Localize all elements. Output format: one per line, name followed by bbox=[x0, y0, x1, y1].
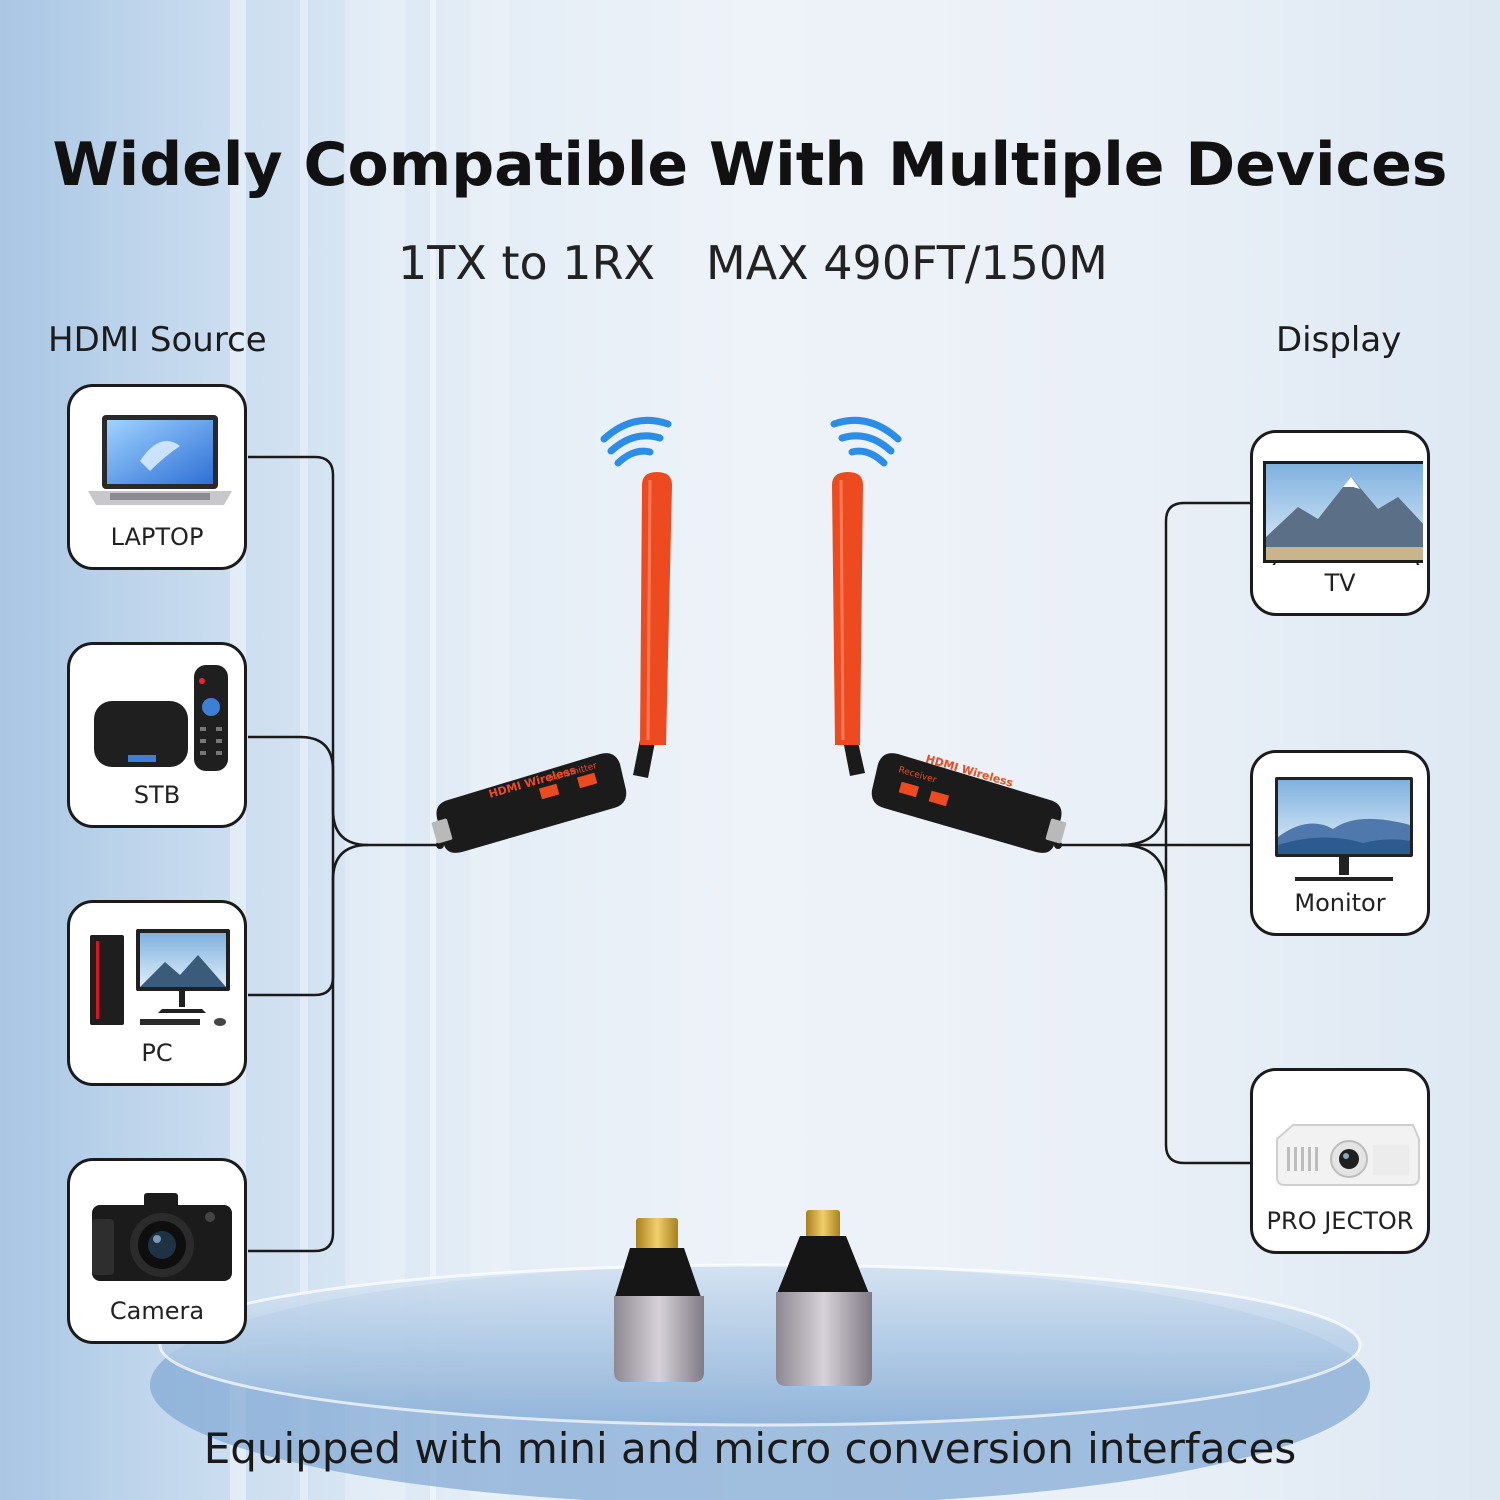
wifi-icon bbox=[830, 416, 902, 467]
source-card-pc: PC bbox=[67, 900, 247, 1086]
display-card-monitor: Monitor bbox=[1250, 750, 1430, 936]
display-card-projector: PRO JECTOR bbox=[1250, 1068, 1430, 1254]
source-label: LAPTOP bbox=[110, 523, 204, 551]
range-spec: MAX 490FT/150M bbox=[706, 236, 1108, 290]
page-title: Widely Compatible With Multiple Devices bbox=[52, 130, 1448, 200]
light-beam bbox=[470, 0, 510, 1500]
monitor-icon bbox=[1275, 777, 1413, 881]
display-connector-lines bbox=[1058, 501, 1252, 1165]
mini-hdmi-adapter bbox=[614, 1218, 704, 1382]
source-connector-lines bbox=[248, 455, 440, 1253]
wifi-icon bbox=[600, 416, 672, 467]
source-card-stb: STB bbox=[67, 642, 247, 828]
source-label: STB bbox=[133, 781, 181, 809]
tv-icon bbox=[1263, 461, 1423, 565]
camera-icon bbox=[92, 1193, 232, 1281]
source-label: Camera bbox=[109, 1297, 205, 1325]
receiver-device: HDMI Wireless Receiver bbox=[832, 472, 1067, 853]
podium bbox=[150, 1263, 1370, 1500]
desktop-pc-icon bbox=[90, 929, 230, 1026]
footer-caption: Equipped with mini and micro conversion … bbox=[203, 1424, 1297, 1473]
display-label: PRO JECTOR bbox=[1266, 1207, 1414, 1235]
source-card-laptop: LAPTOP bbox=[67, 384, 247, 570]
display-heading: Display bbox=[1276, 320, 1402, 360]
light-beam bbox=[345, 0, 405, 1500]
light-beam bbox=[430, 0, 436, 1500]
pairing-spec: 1TX to 1RX bbox=[398, 236, 656, 290]
transmitter-device: HDMI Wireless Transmitter bbox=[431, 472, 672, 853]
display-label: TV bbox=[1324, 569, 1356, 597]
light-beam bbox=[300, 0, 308, 1500]
set-top-box-icon bbox=[94, 665, 228, 771]
source-heading: HDMI Source bbox=[48, 320, 267, 360]
display-card-tv: TV bbox=[1250, 430, 1430, 616]
projector-icon bbox=[1276, 1124, 1420, 1186]
laptop-icon bbox=[88, 415, 232, 505]
source-card-camera: Camera bbox=[67, 1158, 247, 1344]
micro-hdmi-adapter bbox=[776, 1210, 872, 1386]
display-label: Monitor bbox=[1294, 889, 1386, 917]
source-label: PC bbox=[141, 1039, 173, 1067]
